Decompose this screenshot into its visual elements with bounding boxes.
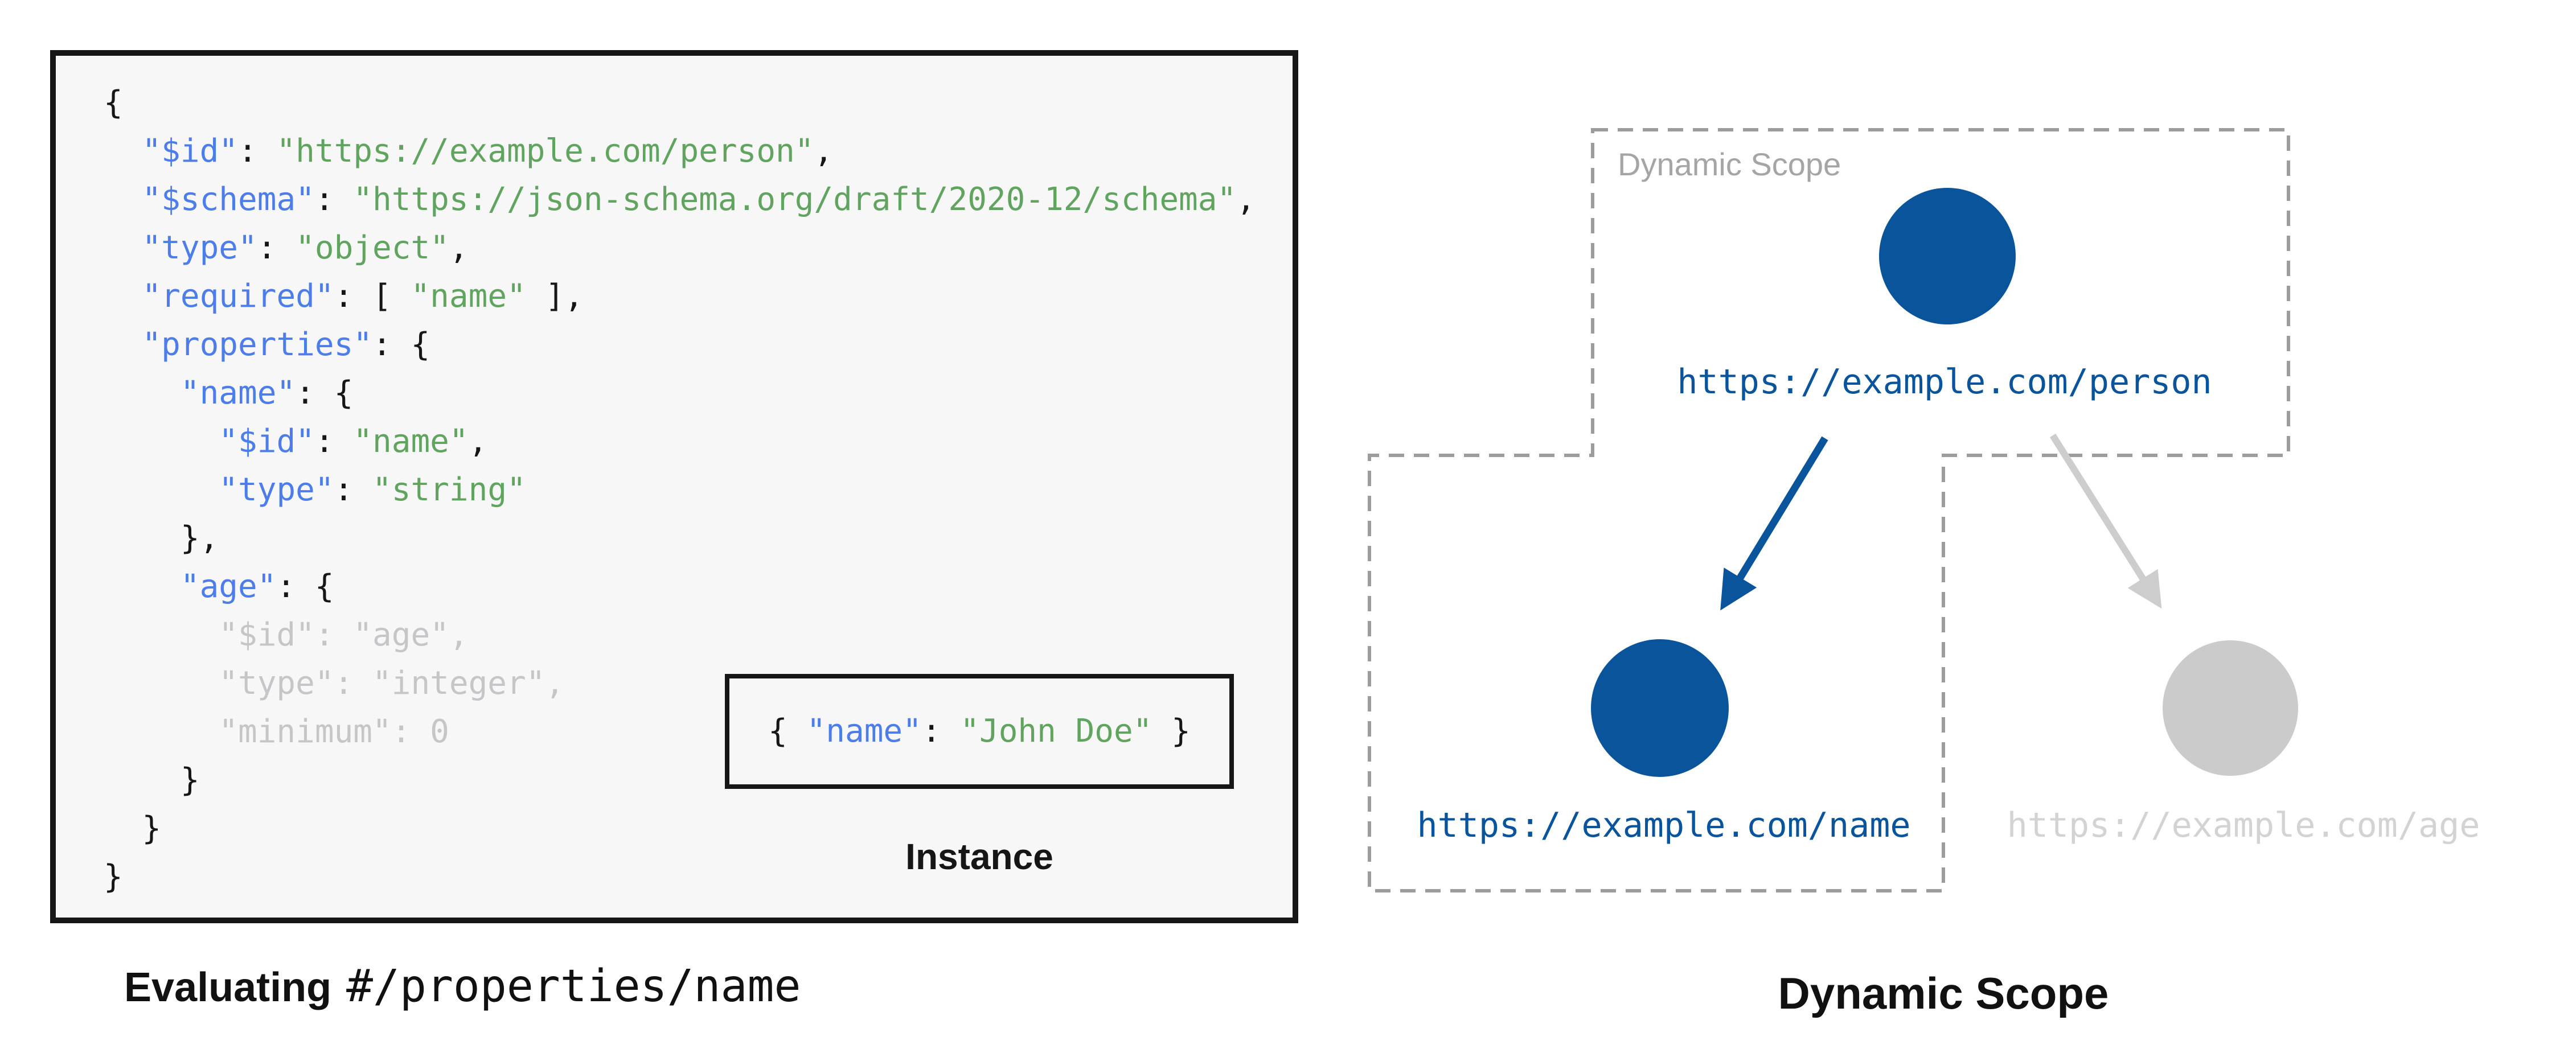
schema-code: { "$id": "https://example.com/person", "… — [104, 84, 1256, 895]
edge-person-to-age — [2049, 433, 2162, 609]
dynamic-scope-inner-label: Dynamic Scope — [1618, 146, 1841, 182]
person-node-circle — [1879, 188, 2016, 324]
evaluating-caption-bold: Evaluating — [124, 965, 332, 1010]
instance-code: { "name": "John Doe" } — [768, 713, 1191, 750]
age-node-circle — [2163, 640, 2298, 776]
instance-box: { "name": "John Doe" } — [725, 674, 1234, 789]
name-node-circle — [1591, 639, 1729, 777]
name-node-label: https://example.com/name — [1417, 805, 1911, 845]
evaluating-caption-pointer: #/properties/name — [346, 961, 801, 1012]
dynamic-scope-outline — [1368, 128, 2290, 892]
instance-label: Instance — [905, 836, 1053, 877]
edge-person-to-name — [1720, 436, 1828, 611]
age-node-label: https://example.com/age — [2007, 805, 2480, 845]
schema-panel: { "$id": "https://example.com/person", "… — [50, 50, 1298, 923]
person-node-label: https://example.com/person — [1677, 362, 2212, 402]
evaluating-caption: Evaluating #/properties/name — [124, 961, 801, 1012]
dynamic-scope-caption: Dynamic Scope — [1778, 968, 2109, 1018]
